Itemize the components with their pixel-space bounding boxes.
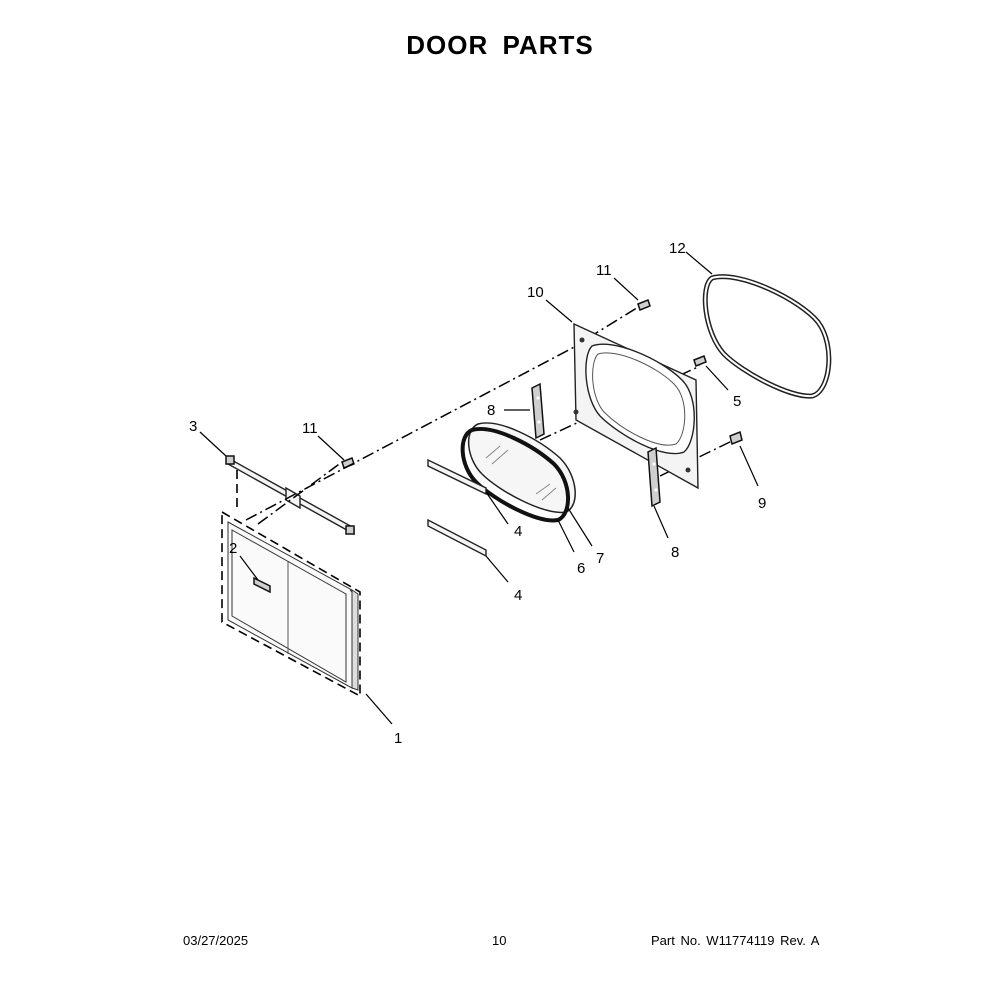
callout-4: 4 — [514, 523, 522, 540]
callout-11: 11 — [302, 420, 318, 437]
footer-date: 03/27/2025 — [183, 933, 249, 948]
frame-screw-top — [637, 299, 651, 311]
callout-4: 4 — [514, 587, 522, 604]
hinge-bracket-lower — [647, 446, 661, 508]
callout-5: 5 — [733, 393, 741, 410]
door-screw-left — [341, 457, 355, 469]
callout-8: 8 — [487, 402, 495, 419]
callout-10: 10 — [527, 284, 544, 301]
door-gasket — [702, 274, 832, 399]
door-window-glass — [460, 422, 576, 523]
callout-8: 8 — [671, 544, 679, 561]
frame-screw-right — [693, 355, 707, 367]
hinge-screw — [729, 430, 743, 446]
callout-7: 7 — [596, 550, 604, 567]
footer-page-number: 10 — [492, 933, 507, 948]
door-trim-upper — [427, 458, 487, 496]
leader-lines — [199, 251, 759, 725]
inner-door-frame — [573, 322, 699, 490]
callout-1: 1 — [394, 730, 402, 747]
callout-3: 3 — [189, 418, 197, 435]
callout-9: 9 — [758, 495, 766, 512]
door-outer-panel — [221, 510, 361, 698]
callout-12: 12 — [669, 240, 686, 257]
page-title: DOOR PARTS — [406, 30, 594, 60]
callout-labels: 1 2 3 4 4 5 6 7 8 8 9 10 11 11 12 — [189, 240, 766, 747]
callout-2: 2 — [229, 540, 237, 557]
callout-6: 6 — [577, 560, 585, 577]
callout-11: 11 — [596, 262, 612, 279]
door-trim-lower — [427, 518, 487, 558]
door-badge — [253, 576, 271, 594]
footer-part-number: Part No. W11774119 Rev. A — [651, 933, 820, 948]
hinge-bracket-upper — [531, 382, 545, 440]
